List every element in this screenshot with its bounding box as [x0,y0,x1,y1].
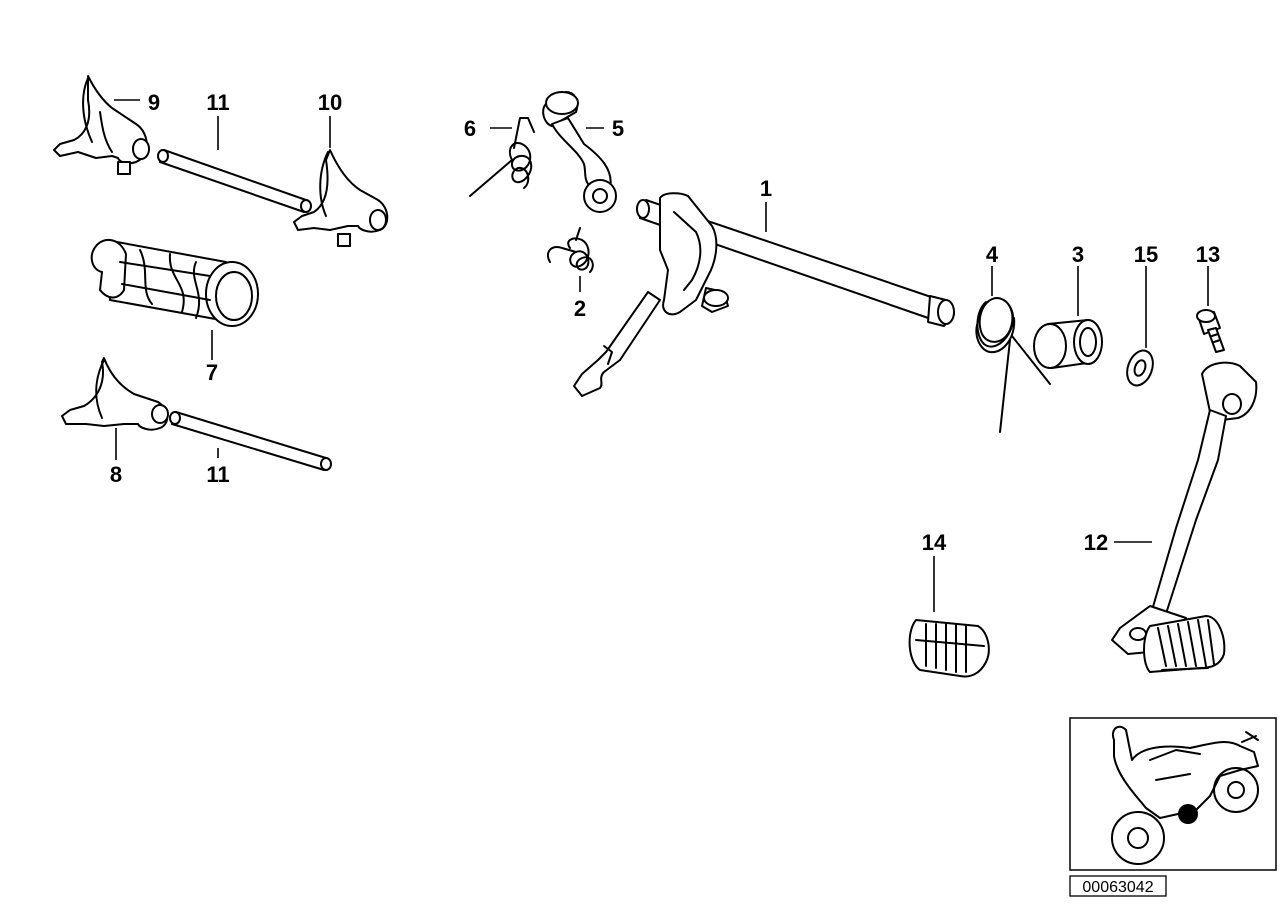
label-part-14: 14 [922,530,947,555]
shift-fork-9 [53,75,150,175]
label-part-3: 3 [1072,242,1084,267]
washer-15 [1126,349,1154,387]
drawing-code-box: 00063042 [1069,875,1167,897]
label-part-8: 8 [110,462,122,487]
label-part-1: 1 [760,176,772,201]
drawing-code: 00063042 [1082,879,1153,896]
part-number-labels: 9 11 10 6 5 1 2 4 3 15 13 7 8 11 14 12 [110,90,1220,555]
bolt-13 [1196,309,1225,353]
label-part-6: 6 [464,116,476,141]
shift-shaft-1 [573,192,955,397]
label-part-11-lower: 11 [206,462,229,487]
label-part-5: 5 [612,116,624,141]
motorcycle-location-inset [1069,717,1277,871]
label-part-11-upper: 11 [206,90,229,115]
spring-6 [469,117,535,197]
label-part-9: 9 [148,90,160,115]
shift-fork-8 [61,357,169,431]
label-part-13: 13 [1196,242,1220,267]
label-part-7: 7 [206,360,218,385]
location-marker [1178,804,1198,824]
label-part-12: 12 [1084,530,1108,555]
shift-fork-10 [293,149,389,247]
shift-lever-12 [1111,361,1258,673]
spring-2 [546,227,594,273]
label-part-4: 4 [986,242,999,267]
footpeg-rubber-14 [908,619,990,678]
label-part-15: 15 [1134,242,1158,267]
torsion-spring-4 [975,297,1051,433]
label-part-2: 2 [574,296,586,321]
shift-rod-11-upper [157,149,312,213]
leader-lines [114,99,1209,612]
bushing-3 [1033,319,1103,369]
shift-rod-11-lower [169,411,332,471]
label-part-10: 10 [318,90,342,115]
shift-drum-7 [90,238,259,327]
lever-5 [542,91,617,213]
